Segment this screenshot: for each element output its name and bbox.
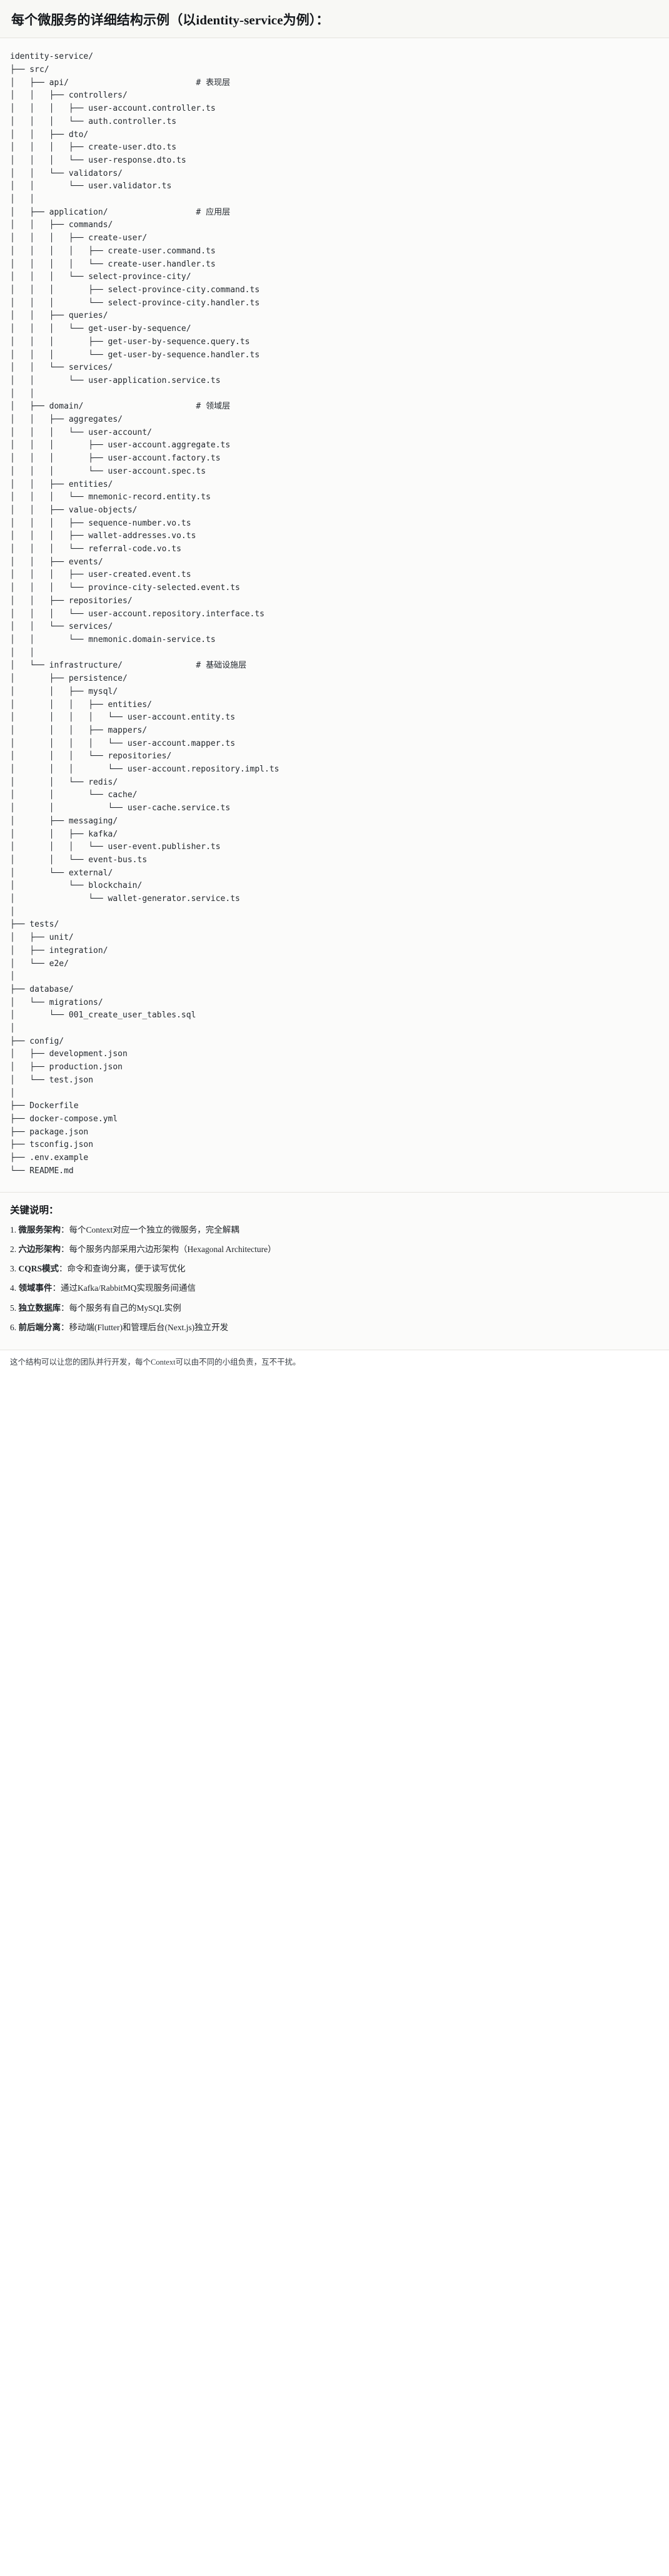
- directory-tree-block: identity-service/ ├── src/ │ ├── api/ # …: [0, 38, 669, 1193]
- closing-text: 这个结构可以让您的团队并行开发，每个Context可以由不同的小组负责，互不干扰…: [10, 1358, 301, 1367]
- key-note-item: CQRS模式：命令和查询分离，便于读写优化: [10, 1263, 659, 1275]
- key-notes-list: 微服务架构：每个Context对应一个独立的微服务，完全解耦六边形架构：每个服务…: [10, 1224, 659, 1335]
- key-note-item: 前后端分离：移动端(Flutter)和管理后台(Next.js)独立开发: [10, 1321, 659, 1334]
- key-note-label: 六边形架构: [18, 1244, 61, 1254]
- key-note-label: 前后端分离: [18, 1322, 61, 1332]
- key-note-item: 微服务架构：每个Context对应一个独立的微服务，完全解耦: [10, 1224, 659, 1236]
- key-note-item: 独立数据库：每个服务有自己的MySQL实例: [10, 1302, 659, 1315]
- key-notes-title: 关键说明：: [10, 1204, 59, 1216]
- key-note-text: ：每个服务有自己的MySQL实例: [61, 1303, 181, 1313]
- key-note-text: ：通过Kafka/RabbitMQ实现服务间通信: [52, 1283, 196, 1293]
- key-note-text: ：每个服务内部采用六边形架构（Hexagonal Architecture）: [61, 1244, 276, 1254]
- key-note-label: 领域事件: [18, 1283, 53, 1293]
- key-note-label: 微服务架构: [18, 1224, 61, 1235]
- key-note-item: 六边形架构：每个服务内部采用六边形架构（Hexagonal Architectu…: [10, 1243, 659, 1256]
- page-title: 每个微服务的详细结构示例（以identity-service为例）：: [11, 13, 329, 28]
- directory-tree: identity-service/ ├── src/ │ ├── api/ # …: [10, 52, 279, 1176]
- key-note-text: ：移动端(Flutter)和管理后台(Next.js)独立开发: [61, 1322, 229, 1332]
- key-note-label: 独立数据库: [18, 1303, 61, 1313]
- closing-section: 这个结构可以让您的团队并行开发，每个Context可以由不同的小组负责，互不干扰…: [0, 1350, 669, 1380]
- key-note-item: 领域事件：通过Kafka/RabbitMQ实现服务间通信: [10, 1282, 659, 1295]
- document-header: 每个微服务的详细结构示例（以identity-service为例）：: [0, 0, 669, 39]
- key-note-text: ：每个Context对应一个独立的微服务，完全解耦: [61, 1224, 239, 1235]
- key-note-label: CQRS模式: [18, 1264, 59, 1274]
- key-notes-section: 关键说明： 微服务架构：每个Context对应一个独立的微服务，完全解耦六边形架…: [0, 1192, 669, 1350]
- key-note-text: ：命令和查询分离，便于读写优化: [59, 1264, 186, 1274]
